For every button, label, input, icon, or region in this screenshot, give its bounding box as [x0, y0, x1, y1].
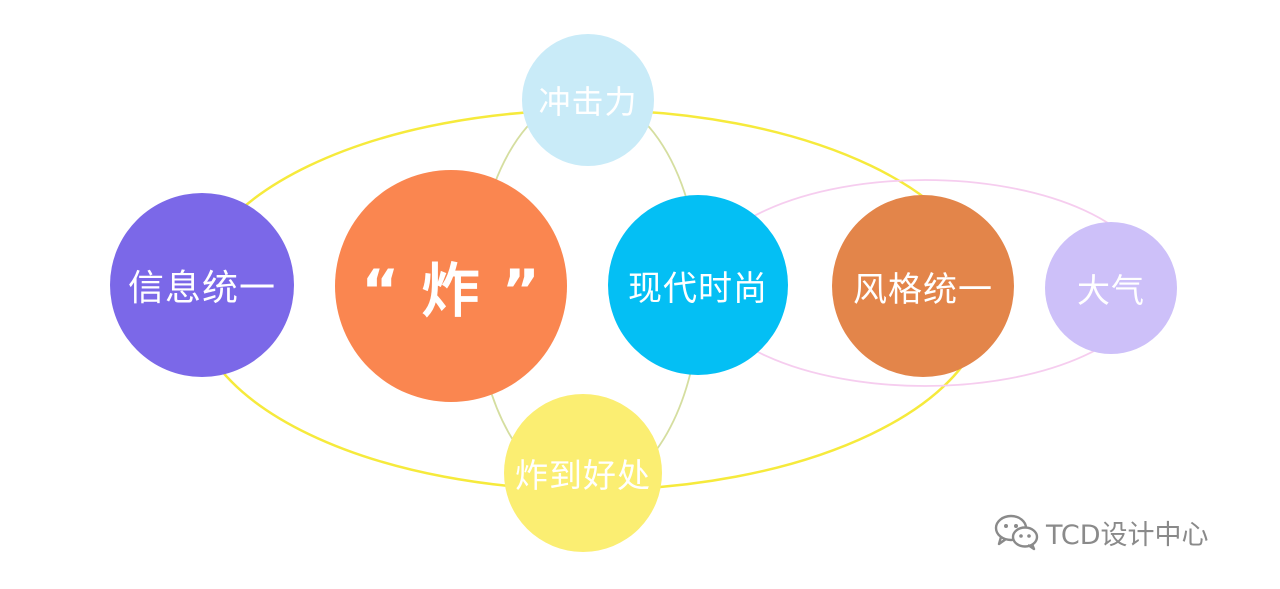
node-xiandai-shishang: 现代时尚 — [608, 195, 788, 375]
node-label: 现代时尚 — [628, 268, 768, 309]
node-label: 风格统一 — [853, 269, 993, 310]
watermark-text: TCD设计中心 — [1046, 519, 1209, 551]
node-zha-center: “ 炸 ” — [335, 170, 567, 402]
node-label: 大气 — [1077, 271, 1145, 310]
node-zhadao-haochu: 炸到好处 — [504, 394, 662, 552]
node-label: 冲击力 — [538, 83, 638, 121]
node-daqi: 大气 — [1045, 222, 1177, 354]
watermark: TCD设计中心 — [992, 512, 1209, 552]
node-label: 信息统一 — [127, 268, 276, 309]
node-chongjili: 冲击力 — [522, 34, 654, 166]
node-label: “ 炸 ” — [361, 257, 541, 325]
node-fengge-tongyi: 风格统一 — [832, 195, 1014, 377]
node-xinxi-tongyi: 信息统一 — [110, 193, 294, 377]
node-label: 炸到好处 — [515, 456, 651, 495]
wechat-icon — [994, 514, 1039, 551]
